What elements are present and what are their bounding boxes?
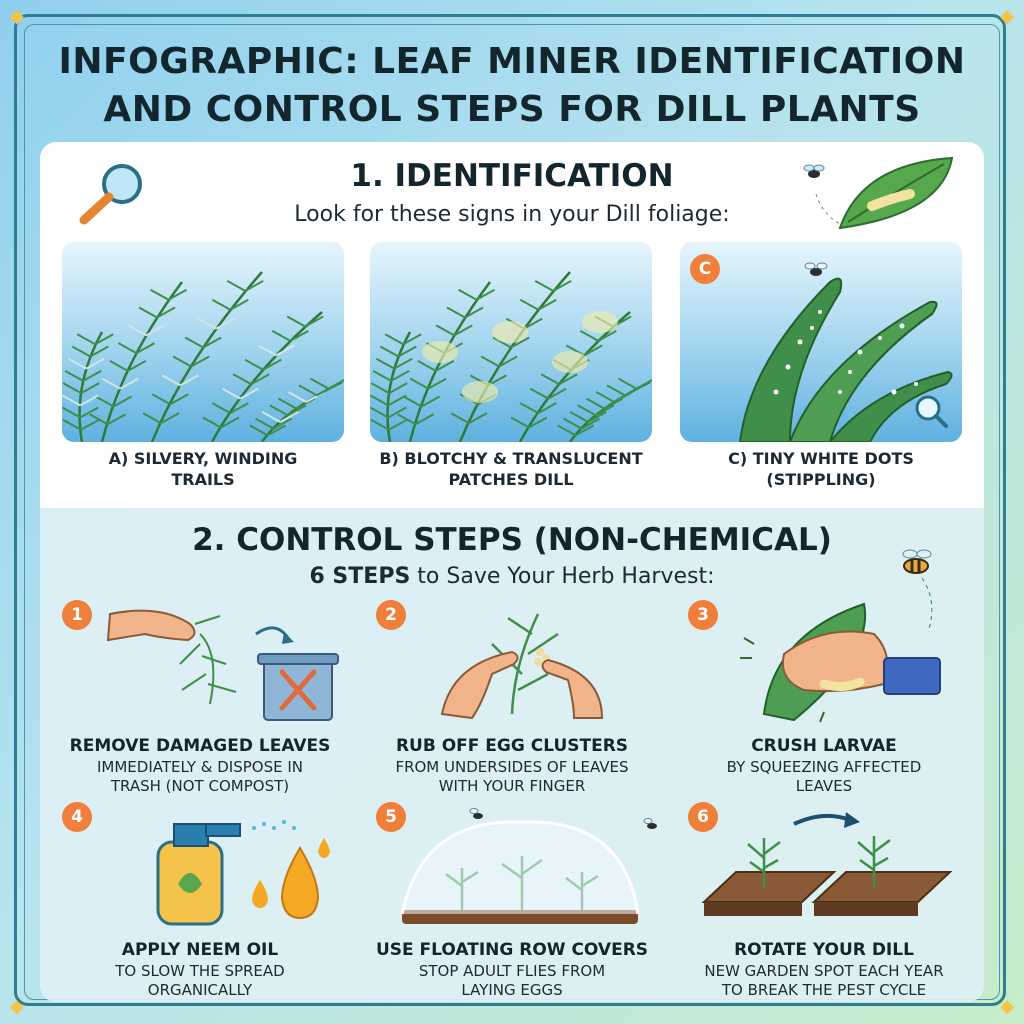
hand-icon: [440, 650, 519, 720]
fly-icon: [643, 818, 657, 829]
step-4: 4 APPLY NEEM OIL TO SLOW THE SPREAD ORGA…: [50, 798, 350, 999]
row-cover-icon: [400, 820, 640, 915]
step-1-title: REMOVE DAMAGED LEAVES: [69, 736, 331, 756]
hand-icon: [106, 609, 196, 642]
identification-subtitle: Look for these signs in your Dill foliag…: [294, 202, 730, 227]
step-5-title: USE FLOATING ROW COVERS: [375, 940, 649, 960]
control-subtitle-bold: 6 STEPS: [309, 564, 411, 589]
corner-star-icon: ◆: [10, 996, 24, 1017]
remove-leaves-illustration: [106, 609, 339, 721]
caption-c: C) TINY WHITE DOTS (STIPPLING): [671, 448, 971, 490]
step-6-desc-1: NEW GARDEN SPOT EACH YEAR: [704, 962, 944, 980]
control-panel: 2. CONTROL STEPS (NON-CHEMICAL) 6 STEPS …: [40, 508, 984, 1002]
step-4-desc-2: ORGANICALLY: [147, 981, 253, 999]
step-4-title: APPLY NEEM OIL: [121, 940, 279, 960]
identification-heading: 1. IDENTIFICATION: [350, 158, 674, 194]
step-1-desc-2: TRASH (NOT COMPOST): [110, 777, 290, 795]
step-1: 1 REMOVE DAMAGED LEAVES IMMEDIATELY & DI…: [50, 594, 350, 795]
corner-star-icon: ◆: [10, 6, 24, 27]
dill-trails-illustration: [62, 271, 344, 442]
step-5-desc-1: STOP ADULT FLIES FROM: [418, 962, 606, 980]
step-4-desc-1: TO SLOW THE SPREAD: [115, 962, 285, 980]
caption-b-line-2: PATCHES DILL: [448, 470, 574, 489]
step-3-number: 3: [688, 600, 718, 630]
step-6-title: ROTATE YOUR DILL: [734, 940, 914, 960]
control-subtitle-rest: to Save Your Herb Harvest:: [410, 564, 715, 589]
caption-a-line-1: A) SILVERY, WINDING: [108, 449, 298, 468]
dill-blotch-illustration: [370, 271, 652, 442]
step-4-number: 4: [62, 802, 92, 832]
page-title: INFOGRAPHIC: LEAF MINER IDENTIFICATION A…: [40, 38, 984, 134]
step-3-desc-2: LEAVES: [795, 777, 853, 795]
id-card-stippling: C: [680, 242, 962, 442]
soil-bed-icon: [701, 871, 953, 916]
small-magnifier-icon: [915, 395, 948, 428]
card-c-badge: C: [690, 254, 720, 284]
control-subtitle: 6 STEPS to Save Your Herb Harvest:: [40, 564, 984, 589]
hand-icon: [541, 658, 604, 719]
id-card-blotchy-patches: [370, 242, 652, 442]
step-1-desc-1: IMMEDIATELY & DISPOSE IN: [96, 758, 303, 776]
step-3-desc-1: BY SQUEEZING AFFECTED: [726, 758, 922, 776]
step-2: 2 RUB OFF EGG CLUSTERS FROM UNDERSIDES O…: [362, 594, 662, 795]
spray-bottle-icon: [156, 823, 241, 926]
caption-a: A) SILVERY, WINDING TRAILS: [53, 448, 353, 490]
step-6-desc-2: TO BREAK THE PEST CYCLE: [721, 981, 927, 999]
caption-b-line-1: B) BLOTCHY & TRANSLUCENT: [379, 449, 643, 468]
step-5-number: 5: [376, 802, 406, 832]
step-2-number: 2: [376, 600, 406, 630]
row-cover-illustration: [400, 808, 657, 924]
identification-panel: 1. IDENTIFICATION Look for these signs i…: [40, 142, 984, 508]
title-line-2: AND CONTROL STEPS FOR DILL PLANTS: [103, 89, 921, 130]
rub-eggs-illustration: [440, 613, 604, 720]
fly-icon: [803, 164, 825, 178]
trash-bin-icon: [257, 653, 339, 721]
leaf-larva-icon: [803, 156, 954, 230]
control-heading: 2. CONTROL STEPS (NON-CHEMICAL): [192, 522, 832, 558]
sleeve: [883, 657, 941, 695]
stippled-leaf-illustration: [738, 262, 953, 442]
neem-oil-illustration: [156, 820, 330, 926]
step-2-title: RUB OFF EGG CLUSTERS: [395, 736, 629, 756]
fly-icon: [469, 808, 483, 819]
magnifier-icon: [79, 164, 142, 225]
outer-frame: [14, 14, 1006, 1006]
step-3: 3 CRUSH LARVAE BY SQUEEZING AFFECTED LEA…: [674, 594, 974, 795]
fly-icon: [804, 262, 828, 276]
step-2-desc-2: WITH YOUR FINGER: [438, 777, 586, 795]
crush-larvae-illustration: [740, 602, 941, 723]
caption-b: B) BLOTCHY & TRANSLUCENT PATCHES DILL: [361, 448, 661, 490]
oil-drop-icon: [252, 880, 268, 908]
corner-star-icon: ◆: [1000, 6, 1014, 27]
caption-c-line-2: (STIPPLING): [766, 470, 876, 489]
step-3-title: CRUSH LARVAE: [751, 736, 897, 756]
step-5-desc-2: LAYING EGGS: [461, 981, 563, 999]
step-2-desc-1: FROM UNDERSIDES OF LEAVES: [395, 758, 629, 776]
id-card-silvery-trails: [62, 242, 344, 442]
step-5: 5 USE FLOATING ROW COVERS STOP ADULT FLI…: [362, 798, 662, 999]
caption-c-line-1: C) TINY WHITE DOTS: [728, 449, 914, 468]
corner-star-icon: ◆: [1000, 996, 1014, 1017]
step-1-number: 1: [62, 600, 92, 630]
arrow-icon: [793, 813, 851, 826]
step-6-number: 6: [688, 802, 718, 832]
step-6: 6 ROTATE YOUR DILL NEW GARDEN SPOT EACH …: [674, 798, 974, 999]
oil-drop-icon: [280, 846, 320, 920]
caption-a-line-2: TRAILS: [171, 470, 235, 489]
rotate-dill-illustration: [701, 812, 953, 916]
title-line-1: INFOGRAPHIC: LEAF MINER IDENTIFICATION: [58, 41, 966, 82]
bee-icon: [902, 549, 933, 633]
oil-drop-icon: [318, 838, 330, 858]
